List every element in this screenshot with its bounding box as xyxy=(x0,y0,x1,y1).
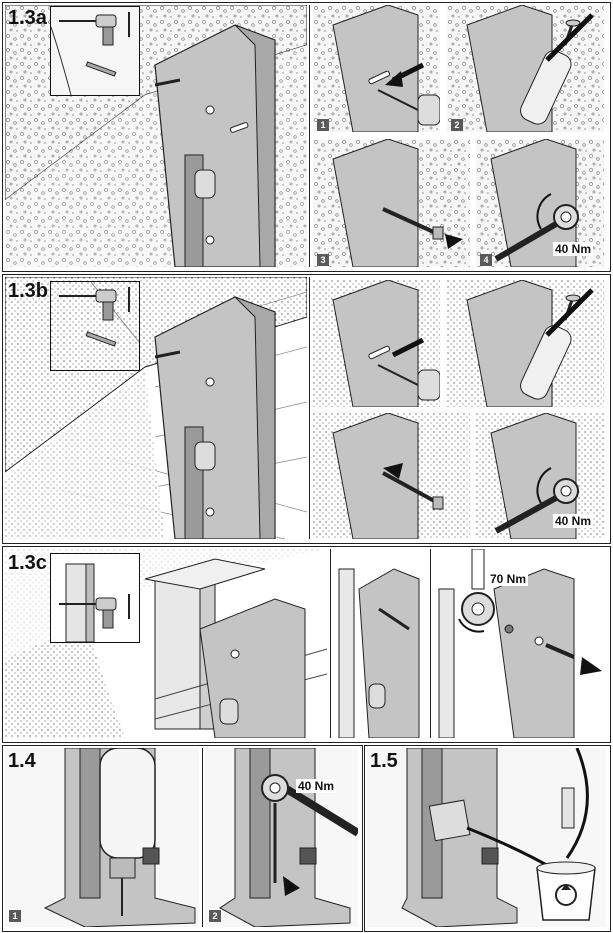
panel-1-3a-step-3 xyxy=(313,139,470,267)
step-number-d2: 2 xyxy=(209,910,221,922)
drill-icon xyxy=(99,748,156,916)
wrench-icon xyxy=(461,549,495,626)
step-number-a1: 1 xyxy=(317,119,329,131)
drill-icon xyxy=(377,89,440,126)
rail-mounting-illustration xyxy=(5,5,307,267)
section-label-1-3b: 1.3b xyxy=(8,280,49,302)
panel-1-4-step-2 xyxy=(205,748,358,927)
panel-1-3b-step-2 xyxy=(447,280,604,407)
wrench-icon xyxy=(494,204,579,262)
anchor-bolt-icon xyxy=(382,471,444,510)
drill-icon xyxy=(59,594,130,629)
inset-1-3b-drilling xyxy=(50,281,140,371)
panel-1-3b-step-1 xyxy=(313,280,440,407)
panel-1-3c-step-bolt xyxy=(434,549,606,738)
arrow-icon xyxy=(545,13,594,62)
wrench-icon xyxy=(494,478,579,534)
panel-1-4-step-1 xyxy=(5,748,199,927)
step-number-a4: 4 xyxy=(480,254,492,266)
panel-1-3a-step-2 xyxy=(447,5,604,132)
section-label-1-3a: 1.3a xyxy=(8,7,47,29)
panel-1-5-disposal xyxy=(367,748,606,927)
torque-value-a4: 40 Nm xyxy=(553,242,594,256)
step-number-d1: 1 xyxy=(9,910,21,922)
panel-1-3a-step-1 xyxy=(313,5,440,132)
drill-icon xyxy=(59,287,130,321)
arrow-icon xyxy=(445,234,463,249)
section-label-1-3c: 1.3c xyxy=(8,552,47,574)
drill-icon xyxy=(59,12,130,46)
torque-value-d2: 40 Nm xyxy=(296,779,337,793)
torque-value-c: 70 Nm xyxy=(488,572,529,586)
anchor-bolt-icon xyxy=(382,207,444,240)
panel-1-3b-step-3 xyxy=(313,413,470,539)
inset-1-3c-drilling xyxy=(50,553,140,643)
anchor-bolt-icon xyxy=(504,624,575,659)
arrow-icon xyxy=(580,657,602,675)
arrow-icon xyxy=(383,463,403,479)
section-label-1-5: 1.5 xyxy=(370,750,398,772)
arrow-icon xyxy=(283,876,300,896)
step-number-a2: 2 xyxy=(451,119,463,131)
wrench-icon xyxy=(261,774,358,837)
arrow-icon xyxy=(391,337,425,358)
drill-icon xyxy=(377,364,440,401)
inset-1-3a-drilling xyxy=(50,6,140,96)
arrow-icon xyxy=(545,288,594,337)
recycle-bin-icon xyxy=(536,861,596,921)
section-label-1-4: 1.4 xyxy=(8,750,36,772)
panel-1-3c-step-drill xyxy=(334,549,427,738)
step-number-a3: 3 xyxy=(317,254,329,266)
torque-value-b4: 40 Nm xyxy=(553,514,594,528)
drill-icon xyxy=(378,607,410,631)
